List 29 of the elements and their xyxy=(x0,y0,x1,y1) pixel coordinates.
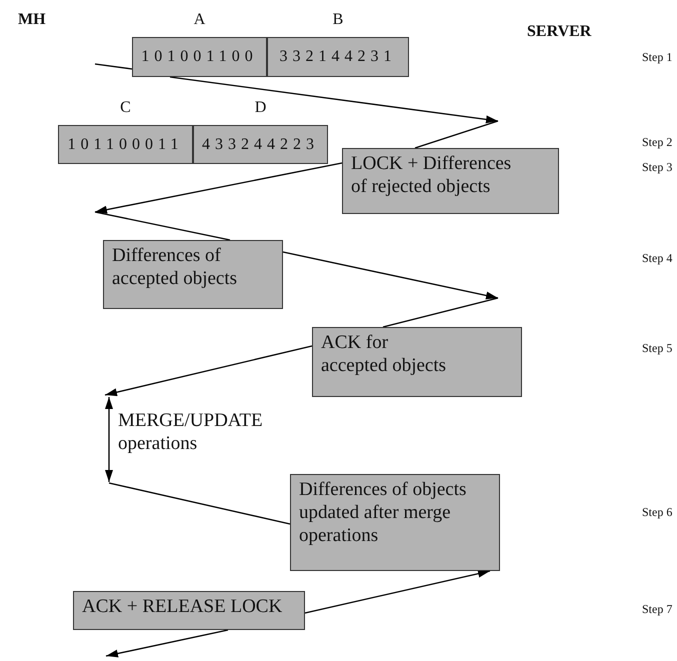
message-box: LOCK + Differences of rejected objects xyxy=(342,148,559,214)
message-box: Differences of objects updated after merge operations xyxy=(290,474,500,571)
step-label: Step 4 xyxy=(642,251,672,266)
step-label: Step 3 xyxy=(642,160,672,174)
message-box: ACK + RELEASE LOCK xyxy=(73,591,305,630)
column-header: A xyxy=(192,10,206,30)
bit-string: 101001100 xyxy=(141,48,258,66)
arrow xyxy=(170,76,498,124)
lane-heading: MH xyxy=(18,10,46,30)
bit-string: 332144231 xyxy=(280,48,396,66)
bit-string: 101100011 xyxy=(68,136,184,154)
step-label: Step 5 xyxy=(642,341,672,356)
arrow xyxy=(304,570,490,614)
message-box: ACK for accepted objects xyxy=(312,327,522,397)
step-label: Step 6 xyxy=(642,505,672,520)
message-box: Differences of accepted objects xyxy=(103,240,283,309)
lane-heading: SERVER xyxy=(527,22,592,42)
arrow xyxy=(106,629,228,658)
bit-string: 433244223 xyxy=(202,136,319,154)
step-label: Step 7 xyxy=(642,602,672,616)
step-label: Step 2 xyxy=(642,135,672,150)
column-header: D xyxy=(254,98,268,118)
arrow xyxy=(282,251,498,300)
arrow xyxy=(104,345,312,396)
note-text: MERGE/UPDATE operations xyxy=(118,410,264,456)
column-header: C xyxy=(119,98,132,118)
step-label: Step 1 xyxy=(642,50,672,64)
column-header: B xyxy=(332,10,344,30)
arrow xyxy=(94,162,342,214)
